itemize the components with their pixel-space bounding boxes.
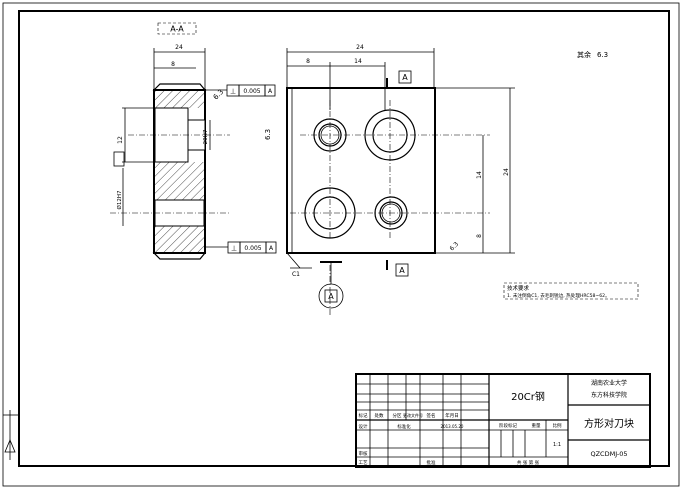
dim-hole-fit: Ø12H7 xyxy=(116,190,123,209)
svg-text:A: A xyxy=(399,266,405,275)
svg-text:A: A xyxy=(268,88,273,95)
front-dim-width: 24 xyxy=(356,44,364,51)
tb-school-1: 湖南农业大学 xyxy=(591,379,627,387)
svg-text:A: A xyxy=(269,245,274,252)
front-dim-height: 24 xyxy=(503,168,510,176)
tb-drawing-no: QZCDMJ-05 xyxy=(590,450,627,458)
datum-circle xyxy=(318,283,344,309)
dim-top: 24 xyxy=(175,44,183,51)
svg-text:处数: 处数 xyxy=(375,412,384,419)
tb-date: 2013.05.20 xyxy=(441,424,464,429)
tb-sheets: 共 张 第 张 xyxy=(517,459,540,466)
left-margin-marks xyxy=(4,410,16,460)
svg-text:0.005: 0.005 xyxy=(244,245,261,252)
tb-approve-label: 批准 xyxy=(427,459,436,466)
tb-material: 20Cr钢 xyxy=(511,390,545,403)
svg-text:签名: 签名 xyxy=(427,412,436,419)
svg-text:标准化: 标准化 xyxy=(397,423,411,430)
svg-text:6.3: 6.3 xyxy=(597,51,608,59)
svg-text:A: A xyxy=(402,73,408,82)
section-mark-bottom xyxy=(395,263,409,277)
svg-text:分区: 分区 xyxy=(393,412,402,419)
tb-scale: 1:1 xyxy=(553,442,561,448)
tech-req-line1: 1. 未注倒角C1, 去毛刺锐边, 热处理HRC58~62。 xyxy=(507,292,610,299)
fit-callout-box xyxy=(113,151,125,167)
svg-text:0.005: 0.005 xyxy=(243,88,260,95)
perpendicularity-frame-bottom: ⊥ 0.005 A xyxy=(205,241,277,254)
hole-top-left xyxy=(313,118,347,152)
front-plate xyxy=(286,87,436,254)
tb-craft-label: 工艺 xyxy=(359,460,368,466)
title-block: 标记 处数 分区 更改文件号 签名 年月日 设计 标准化 2013.05.20 … xyxy=(355,373,651,468)
datum-label: A xyxy=(328,292,334,301)
front-view: 24 8 14 xyxy=(264,44,515,315)
front-dim-left: 8 xyxy=(306,58,310,65)
svg-text:标记: 标记 xyxy=(359,412,368,419)
chamfer-note: C1 xyxy=(292,271,300,278)
hole-top-right xyxy=(364,109,416,161)
tb-design-label: 设计 xyxy=(359,423,368,430)
tech-req-title: 技术要求 xyxy=(507,284,530,292)
section-mark-top xyxy=(398,70,412,84)
hole-bottom-right xyxy=(374,196,408,230)
tb-review-label: 审核 xyxy=(359,450,368,457)
drawing-border xyxy=(18,10,670,467)
hole-bottom-left xyxy=(304,187,356,239)
rest-roughness-note: 其余 xyxy=(577,50,591,59)
front-dim-mid: 14 xyxy=(354,58,362,65)
svg-text:⊥: ⊥ xyxy=(231,245,237,253)
perpendicularity-frame-top: ⊥ 0.005 A xyxy=(205,84,276,97)
dim-height: 20H7 xyxy=(203,129,209,144)
technical-requirements: 技术要求 1. 未注倒角C1, 去毛刺锐边, 热处理HRC58~62。 xyxy=(503,282,639,300)
tb-scale-label: 比例 xyxy=(553,422,562,429)
tb-weight-label: 重量 xyxy=(532,422,541,429)
tb-school-2: 东方科技学院 xyxy=(591,391,627,399)
front-dim-height2: 14 xyxy=(476,171,483,179)
svg-text:⊥: ⊥ xyxy=(230,88,236,96)
dim-inner: 8 xyxy=(171,61,175,68)
front-roughness: 6.3 xyxy=(264,129,272,140)
section-label: A-A xyxy=(170,25,184,34)
tb-stage-label: 阶段标记 xyxy=(499,422,517,429)
dim-hole-dia: 12 xyxy=(117,136,124,144)
svg-text:6.3: 6.3 xyxy=(448,241,460,253)
section-label-box xyxy=(157,22,197,35)
svg-text:更改文件号: 更改文件号 xyxy=(403,412,423,418)
section-view-a-a: A-A 24 8 12 Ø12H7 20H7 6.3 xyxy=(110,22,277,260)
tb-part-name: 方形对刀块 xyxy=(584,417,634,430)
svg-text:年月日: 年月日 xyxy=(445,412,459,419)
front-dim-small: 8 xyxy=(476,234,483,238)
